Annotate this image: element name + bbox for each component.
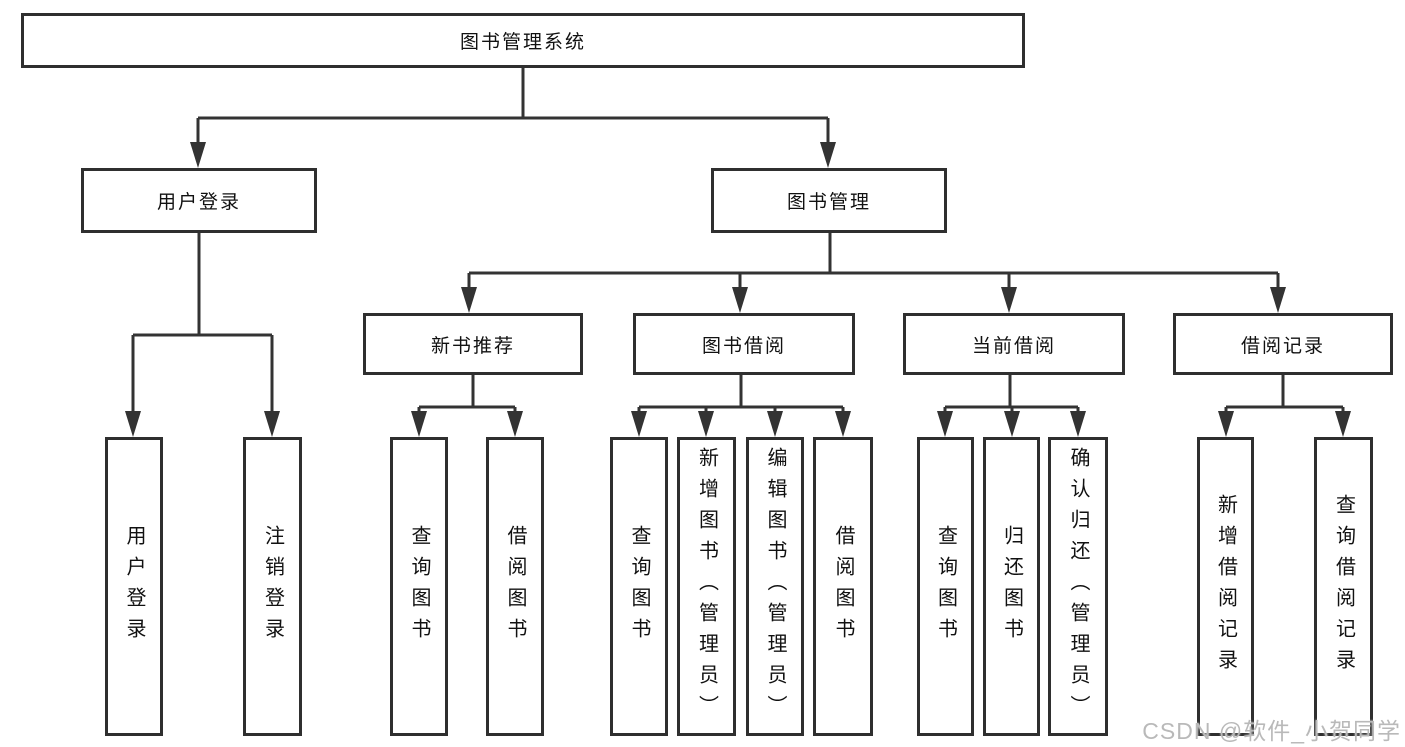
arrowhead-icon — [820, 142, 836, 168]
arrowhead-icon — [1001, 287, 1017, 313]
node-query-books-current: 查询图书 — [917, 437, 974, 736]
node-add-books-admin: 新增图书（管理员） — [677, 437, 736, 736]
node-label: 图书管理系统 — [459, 32, 586, 53]
node-book-borrowing: 图书借阅 — [633, 313, 855, 375]
node-label: 图书管理 — [786, 192, 871, 213]
node-label: 查询借阅记录 — [1332, 493, 1355, 680]
node-label: 新增借阅记录 — [1214, 493, 1237, 680]
node-label: 注销登录 — [261, 524, 284, 649]
arrowhead-icon — [264, 411, 280, 437]
node-label: 归还图书 — [1000, 524, 1023, 649]
arrowhead-icon — [732, 287, 748, 313]
node-borrow-books-recommend: 借阅图书 — [486, 437, 544, 736]
node-borrow-records: 借阅记录 — [1173, 313, 1393, 375]
arrowhead-icon — [767, 411, 783, 437]
node-label: 查询图书 — [934, 524, 957, 649]
node-label: 借阅图书 — [504, 524, 526, 649]
node-new-book-recommend: 新书推荐 — [363, 313, 583, 375]
arrowhead-icon — [1070, 411, 1086, 437]
node-logout: 注销登录 — [243, 437, 302, 736]
node-current-borrowing: 当前借阅 — [903, 313, 1125, 375]
node-user-login: 用户登录 — [81, 168, 317, 233]
node-edit-books-admin: 编辑图书（管理员） — [746, 437, 804, 736]
node-book-management: 图书管理 — [711, 168, 947, 233]
csdn-watermark: CSDN @软件_小贺同学 — [1142, 718, 1401, 744]
node-label: 借阅图书 — [832, 524, 854, 649]
node-label: 新增图书（管理员） — [695, 447, 718, 726]
arrowhead-icon — [125, 411, 141, 437]
node-label: 编辑图书（管理员） — [764, 447, 786, 726]
node-label: 查询图书 — [408, 524, 430, 649]
arrowhead-icon — [461, 287, 477, 313]
node-query-books-borrowing: 查询图书 — [610, 437, 668, 736]
arrowhead-icon — [937, 411, 953, 437]
node-label: 用户登录 — [156, 192, 241, 213]
node-label: 当前借阅 — [971, 335, 1056, 357]
node-label: 借阅记录 — [1240, 335, 1325, 357]
arrowhead-icon — [835, 411, 851, 437]
node-label: 确认归还（管理员） — [1067, 447, 1089, 726]
node-login: 用户登录 — [105, 437, 163, 736]
arrowhead-icon — [411, 411, 427, 437]
node-label: 图书借阅 — [701, 335, 786, 357]
node-library-management-system: 图书管理系统 — [21, 13, 1025, 68]
arrowhead-icon — [507, 411, 523, 437]
node-query-books-recommend: 查询图书 — [390, 437, 448, 736]
arrowhead-icon — [190, 142, 206, 168]
node-borrow-books: 借阅图书 — [813, 437, 873, 736]
node-add-borrow-record: 新增借阅记录 — [1197, 437, 1254, 736]
node-return-books: 归还图书 — [983, 437, 1040, 736]
arrowhead-icon — [1004, 411, 1020, 437]
arrowhead-icon — [1335, 411, 1351, 437]
arrowhead-icon — [1218, 411, 1234, 437]
node-label: 用户登录 — [123, 524, 145, 649]
arrowhead-icon — [698, 411, 714, 437]
node-label: 新书推荐 — [430, 335, 515, 357]
arrowhead-icon — [1270, 287, 1286, 313]
node-query-borrow-record: 查询借阅记录 — [1314, 437, 1373, 736]
node-label: 查询图书 — [628, 524, 650, 649]
arrowhead-icon — [631, 411, 647, 437]
node-confirm-return-admin: 确认归还（管理员） — [1048, 437, 1108, 736]
